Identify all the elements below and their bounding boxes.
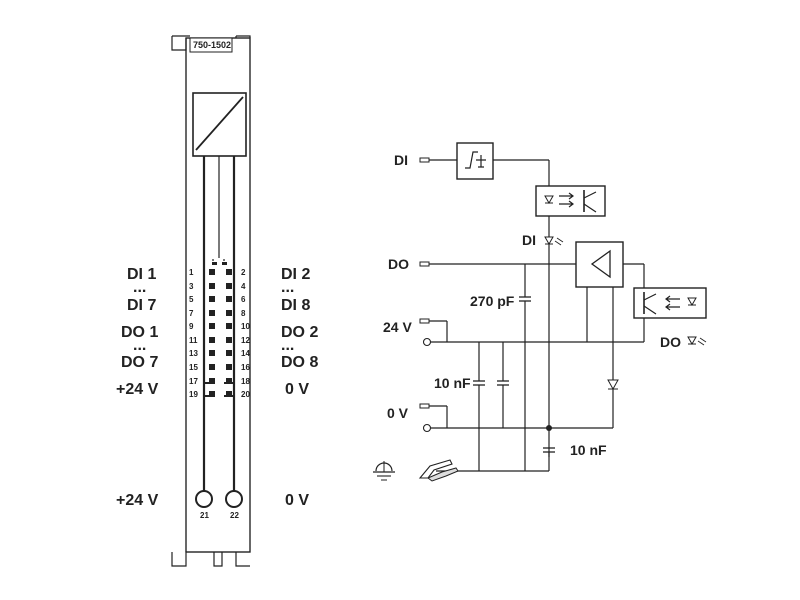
pin-label-left: 5	[189, 295, 194, 304]
part-number: 750-1502	[193, 40, 231, 50]
pin-contact	[226, 337, 232, 343]
ground-symbol-icon	[373, 461, 395, 481]
pin-contact	[209, 337, 215, 343]
pin-label-left: 7	[189, 309, 194, 318]
pin-contact	[226, 378, 232, 384]
terminal-22-icon	[225, 490, 243, 508]
cap-10nf-label-a: 10 nF	[434, 375, 471, 391]
freewheel-diode-icon	[607, 379, 619, 391]
pin-contact	[226, 310, 232, 316]
pin-label-right: 8	[241, 309, 246, 318]
pin-label-right: 6	[241, 295, 246, 304]
pin-contact	[209, 323, 215, 329]
label-di8: DI 8	[281, 297, 310, 314]
pin-label-left: 19	[189, 390, 198, 399]
pin-contact	[209, 391, 215, 397]
label-do2: DO 2	[281, 324, 318, 341]
label-dots-right-1: ...	[281, 279, 294, 296]
label-do1: DO 1	[121, 324, 158, 341]
label-dots-left-2: ...	[133, 337, 146, 354]
schematic-di-label: DI	[394, 152, 408, 168]
di-led-icon	[544, 236, 564, 246]
terminal-right-label: 22	[230, 511, 239, 520]
power-converter-icon	[192, 92, 247, 157]
optocoupler-icon	[535, 185, 606, 217]
label-0v-bus: 0 V	[285, 381, 309, 398]
pin-label-left: 13	[189, 349, 198, 358]
label-0v-terminal: 0 V	[285, 492, 309, 509]
pin-label-right: 16	[241, 363, 250, 372]
pin-label-right: 10	[241, 322, 250, 331]
label-do7: DO 7	[121, 354, 158, 371]
do-optocoupler-icon	[633, 287, 707, 319]
pin-marker	[212, 262, 217, 265]
pin-contact	[209, 364, 215, 370]
pin-label-right: 20	[241, 390, 250, 399]
part-number-box	[189, 37, 233, 53]
schematic-do-label: DO	[388, 256, 409, 272]
pin-label-left: 17	[189, 377, 198, 386]
terminal-left-label: 21	[200, 511, 209, 520]
din-rail-icon	[418, 459, 459, 482]
pin-label-right: 4	[241, 282, 246, 291]
label-di1: DI 1	[127, 266, 156, 283]
pin-contact	[226, 364, 232, 370]
label-plus24v-bus: +24 V	[116, 381, 159, 398]
schematic-24v-label: 24 V	[383, 319, 412, 335]
label-di7: DI 7	[127, 297, 156, 314]
pin-label-left: 15	[189, 363, 198, 372]
pin-contact	[209, 310, 215, 316]
pin-contact	[226, 391, 232, 397]
cap-10nf-label-b: 10 nF	[570, 442, 607, 458]
label-dots-left-1: ...	[133, 279, 146, 296]
pin-label-right: 14	[241, 349, 250, 358]
pin-contact	[226, 269, 232, 275]
pin-label-right: 12	[241, 336, 250, 345]
terminal-21-icon	[195, 490, 213, 508]
pin-marker	[222, 262, 227, 265]
pin-contact	[209, 269, 215, 275]
pin-contact	[209, 350, 215, 356]
pin-label-left: 11	[189, 336, 198, 345]
schematic-0v-label: 0 V	[387, 405, 409, 421]
pin-label-left: 3	[189, 282, 194, 291]
pin-contact	[226, 296, 232, 302]
pin-contact	[209, 378, 215, 384]
cap-270pf-label: 270 pF	[470, 293, 515, 309]
label-di2: DI 2	[281, 266, 310, 283]
schematic-do-led-label: DO	[660, 334, 681, 350]
pin-contact	[209, 283, 215, 289]
module-housing	[171, 35, 251, 567]
pin-contact	[209, 296, 215, 302]
output-driver-icon	[575, 241, 624, 288]
pin-contact	[226, 323, 232, 329]
schematic-di-led-label: DI	[522, 232, 536, 248]
pin-contact	[226, 283, 232, 289]
pin-contact	[226, 350, 232, 356]
pin-label-right: 18	[241, 377, 250, 386]
do-led-icon	[687, 336, 707, 346]
pin-label-left: 1	[189, 268, 194, 277]
label-do8: DO 8	[281, 354, 318, 371]
pin-label-left: 9	[189, 322, 194, 331]
label-dots-right-2: ...	[281, 337, 294, 354]
pin-label-right: 2	[241, 268, 246, 277]
label-plus24v-terminal: +24 V	[116, 492, 159, 509]
schmitt-trigger-icon	[456, 142, 494, 180]
